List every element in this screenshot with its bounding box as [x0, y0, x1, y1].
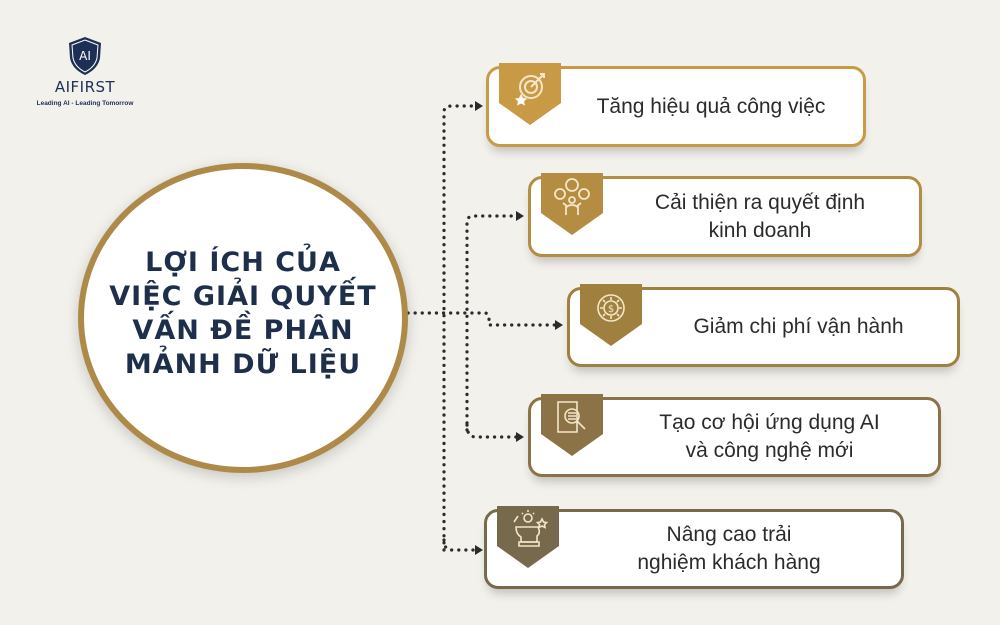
title-line: VẤN ĐỀ PHÂN	[132, 315, 354, 346]
benefit-label: Tăng hiệu quả công việc	[596, 94, 826, 118]
svg-text:$: $	[608, 304, 614, 315]
title-line: LỢI ÍCH CỦA	[145, 247, 341, 278]
target-star-icon	[499, 63, 561, 125]
title-line: VIỆC GIẢI QUYẾT	[109, 281, 377, 312]
benefit-label-line: Cải thiện ra quyết định	[654, 190, 866, 214]
benefit-card-cost-reduction: $ Giảm chi phí vận hành	[567, 284, 960, 367]
benefit-label: Tạo cơ hội ứng dụng AI và công nghệ mới	[611, 400, 928, 474]
benefit-card-decision-making: Cải thiện ra quyết định kinh doanh	[528, 173, 922, 257]
central-topic-title: LỢI ÍCH CỦA VIỆC GIẢI QUYẾT VẤN ĐỀ PHÂN …	[109, 246, 376, 382]
benefit-label-line: Tạo cơ hội ứng dụng AI	[659, 411, 880, 434]
document-search-icon	[541, 394, 603, 456]
benefit-label: Giảm chi phí vận hành	[693, 315, 904, 338]
brand-name: AIFIRST	[54, 78, 116, 96]
central-topic-circle: LỢI ÍCH CỦA VIỆC GIẢI QUYẾT VẤN ĐỀ PHÂN …	[78, 163, 408, 473]
shield-logo-icon: AI	[69, 37, 101, 75]
decision-person-icon	[541, 173, 603, 235]
benefit-label: Cải thiện ra quyết định kinh doanh	[611, 179, 909, 254]
aifirst-logo: AI AIFIRST Leading AI - Leading Tomorrow	[30, 36, 140, 107]
benefit-card-ai-opportunity: Tạo cơ hội ứng dụng AI và công nghệ mới	[528, 394, 941, 477]
cost-gear-icon: $	[580, 284, 642, 346]
benefit-card-customer-experience: Nâng cao trải nghiệm khách hàng	[484, 506, 904, 589]
benefit-label: Nâng cao trải nghiệm khách hàng	[567, 512, 891, 586]
title-line: MẢNH DỮ LIỆU	[124, 349, 362, 380]
svg-text:AI: AI	[79, 49, 91, 63]
idea-head-icon	[497, 506, 559, 568]
benefit-label-line: và công nghệ mới	[685, 439, 854, 462]
brand-tagline: Leading AI - Leading Tomorrow	[36, 100, 134, 107]
benefit-card-efficiency: Tăng hiệu quả công việc	[486, 63, 866, 147]
benefit-label-line: kinh doanh	[708, 218, 812, 242]
benefit-label-line: Nâng cao trải	[666, 523, 792, 546]
benefit-label-line: nghiệm khách hàng	[637, 551, 821, 574]
